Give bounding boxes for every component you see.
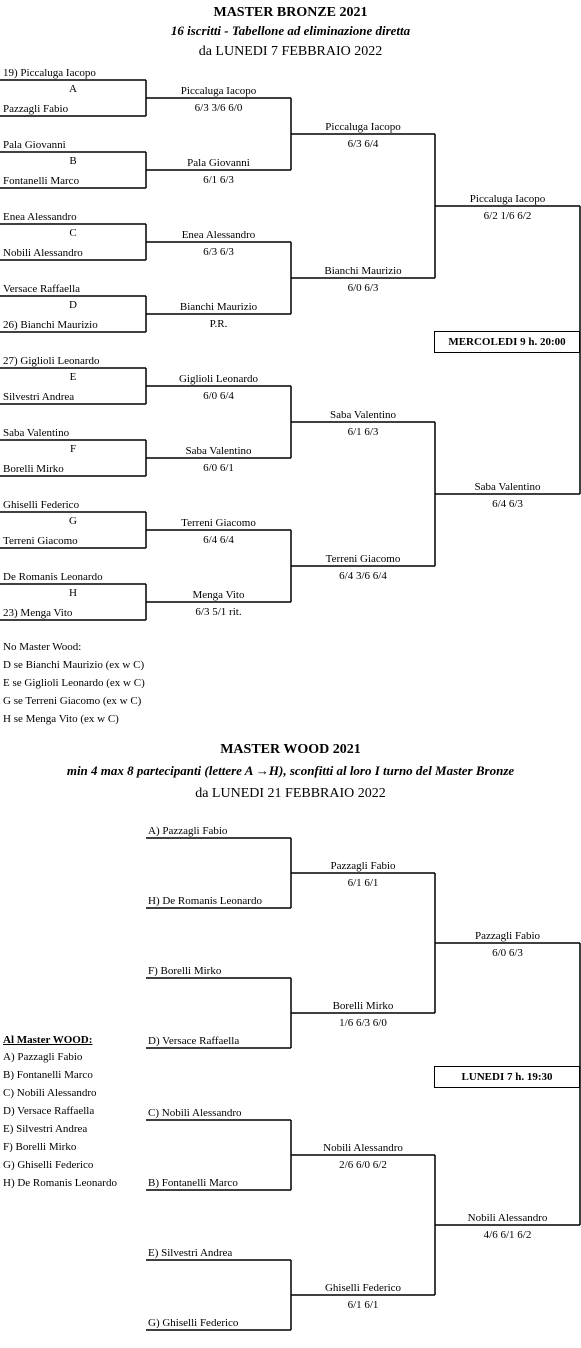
wood-r1-player: D) Versace Raffaella: [148, 1035, 240, 1047]
wood-r3-score: 4/6 6/1 6/2: [483, 1229, 532, 1241]
wood-r2-winner: Borelli Mirko: [332, 1000, 394, 1012]
r2-score: P.R.: [209, 318, 228, 330]
r1-player-top: De Romanis Leonardo: [3, 571, 103, 583]
wood-r3-score: 6/0 6/3: [492, 947, 523, 959]
r2-winner: Enea Alessandro: [181, 229, 256, 241]
r1-player-top: Enea Alessandro: [3, 211, 77, 223]
r1-player-bottom: Silvestri Andrea: [3, 391, 75, 403]
wood-list-item: F) Borelli Mirko: [3, 1141, 77, 1153]
wood-list-item: A) Pazzagli Fabio: [3, 1051, 83, 1063]
bronze-date: da LUNEDI 7 FEBBRAIO 2022: [198, 44, 383, 59]
r2-score: 6/0 6/1: [203, 462, 234, 474]
r2-score: 6/4 6/4: [203, 534, 234, 546]
r4-winner: Saba Valentino: [474, 481, 541, 493]
bronze-final-schedule: MERCOLEDI 9 h. 20:00: [434, 331, 580, 353]
wood-list-item: H) De Romanis Leonardo: [3, 1177, 117, 1189]
wood-list-item: B) Fontanelli Marco: [3, 1069, 93, 1081]
r1-match-letter: C: [69, 227, 77, 239]
wood-subtitle: min 4 max 8 partecipanti (lettere A →H),…: [66, 763, 515, 778]
r2-score: 6/3 5/1 rit.: [195, 606, 242, 618]
r4-score: 6/4 6/3: [492, 498, 523, 510]
r1-match-letter: G: [69, 515, 77, 527]
r1-player-bottom: 23) Menga Vito: [3, 607, 73, 619]
r2-winner: Giglioli Leonardo: [178, 373, 259, 385]
r2-winner: Pala Giovanni: [187, 157, 250, 169]
r2-winner: Piccaluga Iacopo: [180, 85, 257, 97]
wood-r1-player: A) Pazzagli Fabio: [148, 825, 228, 837]
r1-player-top: Ghiselli Federico: [3, 499, 80, 511]
r3-score: 6/4 3/6 6/4: [339, 570, 387, 582]
r1-player-top: Versace Raffaella: [3, 283, 81, 295]
note-line: D se Bianchi Maurizio (ex w C): [3, 659, 145, 671]
r3-score: 6/1 6/3: [347, 426, 379, 438]
r1-player-bottom: Fontanelli Marco: [3, 175, 80, 187]
r1-player-top: Pala Giovanni: [3, 139, 66, 151]
r2-score: 6/1 6/3: [203, 174, 234, 186]
r1-player-bottom: Nobili Alessandro: [3, 247, 83, 259]
wood-r1-player: H) De Romanis Leonardo: [148, 895, 262, 907]
r1-match-letter: A: [69, 83, 77, 95]
r2-score: 6/3 6/3: [203, 246, 234, 258]
r3-winner: Terreni Giacomo: [325, 553, 401, 565]
r1-player-bottom: Borelli Mirko: [3, 463, 64, 475]
r2-winner: Bianchi Maurizio: [179, 301, 258, 313]
wood-r3-winner: Nobili Alessandro: [467, 1212, 548, 1224]
wood-r1-player: C) Nobili Alessandro: [148, 1107, 242, 1119]
wood-r1-player: E) Silvestri Andrea: [148, 1247, 233, 1259]
r1-player-bottom: 26) Bianchi Maurizio: [3, 319, 98, 331]
r2-winner: Terreni Giacomo: [181, 517, 256, 529]
r4-score: 6/2 1/6 6/2: [483, 210, 532, 222]
r1-match-letter: B: [69, 155, 77, 167]
r1-player-bottom: Pazzagli Fabio: [3, 103, 69, 115]
r1-player-top: 19) Piccaluga Iacopo: [3, 67, 96, 79]
r1-player-bottom: Terreni Giacomo: [3, 535, 78, 547]
r1-match-letter: D: [69, 299, 77, 311]
note-line: H se Menga Vito (ex w C): [3, 713, 119, 725]
r4-winner: Piccaluga Iacopo: [469, 193, 546, 205]
r3-winner: Bianchi Maurizio: [324, 265, 402, 277]
wood-list-item: E) Silvestri Andrea: [3, 1123, 88, 1135]
wood-final-schedule: LUNEDI 7 h. 19:30: [434, 1066, 580, 1088]
note-line: E se Giglioli Leonardo (ex w C): [3, 677, 145, 689]
note-line: G se Terreni Giacomo (ex w C): [3, 695, 142, 707]
r2-winner: Saba Valentino: [185, 445, 252, 457]
wood-date: da LUNEDI 21 FEBBRAIO 2022: [195, 786, 386, 801]
wood-r1-player: B) Fontanelli Marco: [148, 1177, 238, 1189]
r2-score: 6/3 3/6 6/0: [194, 102, 243, 114]
bronze-subtitle: 16 iscritti - Tabellone ad eliminazione …: [170, 23, 411, 38]
r2-winner: Menga Vito: [192, 589, 245, 601]
r1-match-letter: F: [69, 443, 77, 455]
wood-list-item: G) Ghiselli Federico: [3, 1159, 94, 1171]
r3-winner: Saba Valentino: [329, 409, 397, 421]
r1-player-top: Saba Valentino: [3, 427, 70, 439]
bronze-title: MASTER BRONZE 2021: [213, 5, 368, 20]
wood-r2-winner: Nobili Alessandro: [323, 1142, 403, 1154]
wood-r2-winner: Pazzagli Fabio: [330, 860, 396, 872]
wood-r2-score: 2/6 6/0 6/2: [339, 1159, 387, 1171]
wood-r3-winner: Pazzagli Fabio: [474, 930, 541, 942]
wood-r1-player: F) Borelli Mirko: [148, 965, 222, 977]
r1-match-letter: H: [69, 587, 77, 599]
r3-winner: Piccaluga Iacopo: [325, 121, 401, 133]
wood-r2-score: 1/6 6/3 6/0: [339, 1017, 387, 1029]
wood-r2-score: 6/1 6/1: [347, 877, 379, 889]
wood-r2-winner: Ghiselli Federico: [324, 1282, 402, 1294]
wood-list-item: D) Versace Raffaella: [3, 1105, 95, 1117]
r2-score: 6/0 6/4: [203, 390, 234, 402]
note-line: No Master Wood:: [3, 641, 82, 653]
wood-title: MASTER WOOD 2021: [220, 742, 361, 757]
wood-r2-score: 6/1 6/1: [347, 1299, 379, 1311]
wood-r1-player: G) Ghiselli Federico: [148, 1317, 239, 1329]
r3-score: 6/3 6/4: [347, 138, 379, 150]
r1-match-letter: E: [69, 371, 77, 383]
wood-list-item: C) Nobili Alessandro: [3, 1087, 97, 1099]
r1-player-top: 27) Giglioli Leonardo: [3, 355, 100, 367]
r3-score: 6/0 6/3: [347, 282, 379, 294]
wood-list-title: Al Master WOOD:: [3, 1034, 93, 1046]
